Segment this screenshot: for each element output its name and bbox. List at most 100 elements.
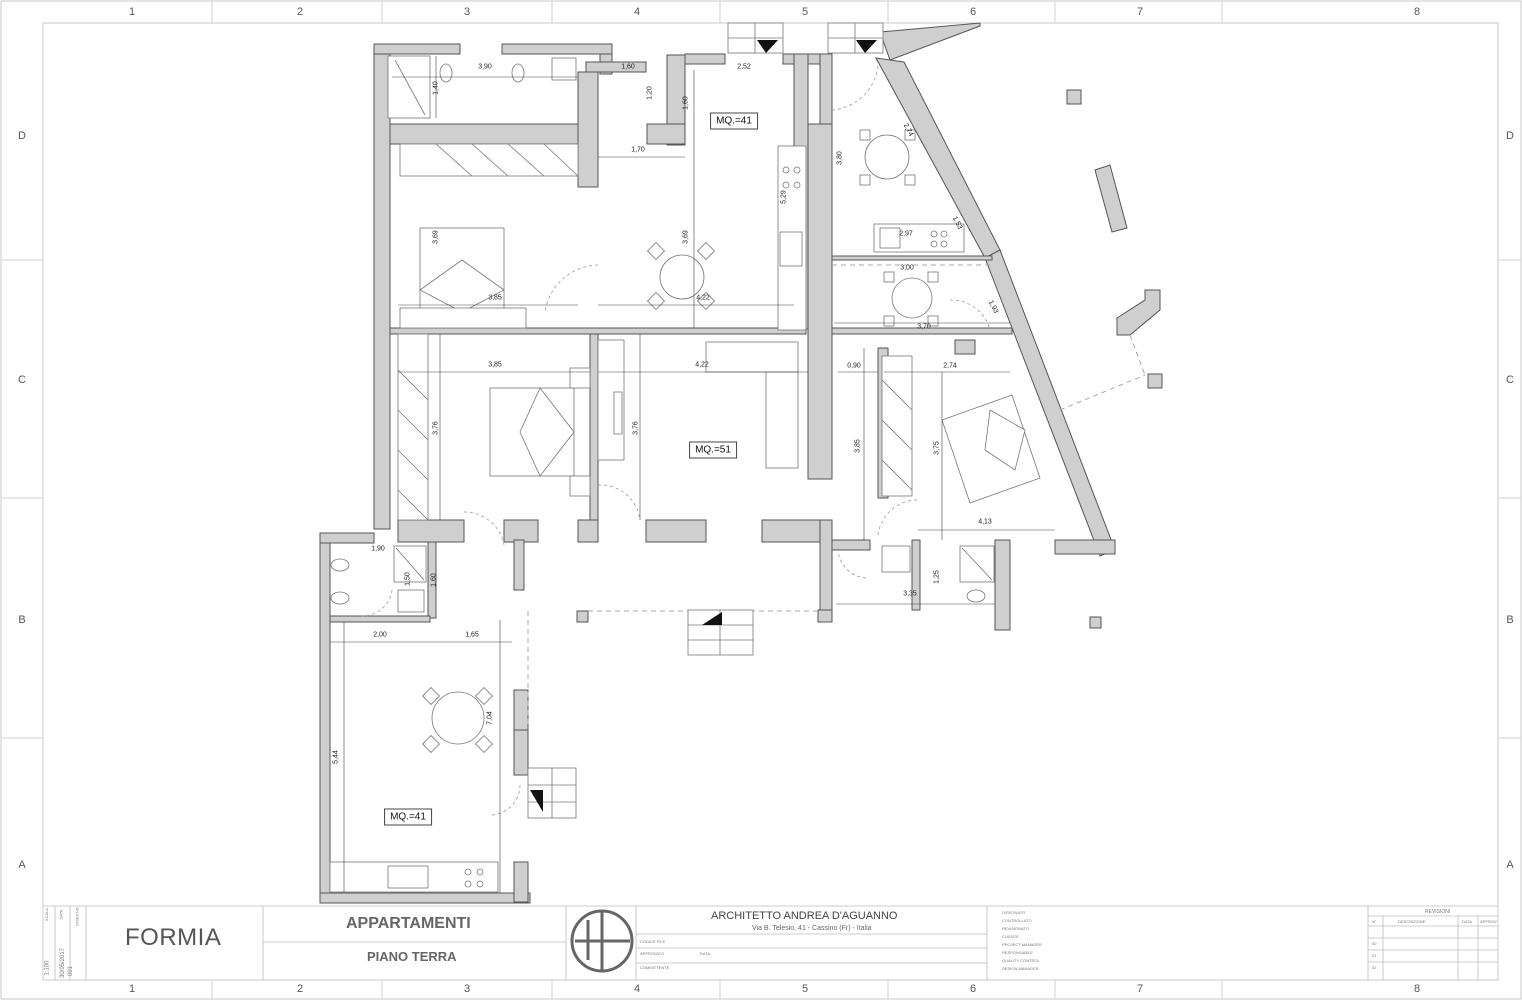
dim-label: 1,50 — [404, 572, 412, 586]
info-field: APPROVATO — [640, 951, 665, 956]
area-label-bottom: MQ.=41 — [384, 808, 432, 826]
dim-label: 4,22 — [695, 361, 709, 369]
grid-col-bottom-1: 1 — [128, 983, 136, 995]
side-field: 001 — [68, 965, 75, 977]
dim-label: 1,20 — [646, 86, 654, 100]
architect-name: ARCHITETTO ANDREA D'AGUANNO — [711, 910, 898, 922]
revisions-label: REVISIONI — [1425, 909, 1451, 915]
side-field: 30/05/2017 — [60, 947, 67, 979]
grid-row-right-a: A — [1506, 859, 1514, 871]
grid-col-bottom-6: 6 — [969, 983, 977, 995]
revision-col-header: DATA — [1462, 919, 1473, 924]
project-subtitle: PIANO TERRA — [367, 949, 457, 964]
info-field: CLIENTE — [1002, 934, 1019, 939]
dim-label: 5,29 — [780, 190, 788, 204]
grid-col-bottom-8: 8 — [1413, 983, 1421, 995]
info-field: REVISIONATO — [1002, 926, 1029, 931]
revision-row: 01 — [1372, 953, 1377, 958]
grid-col-top-7: 7 — [1136, 6, 1144, 18]
side-field: DATA — [58, 909, 64, 920]
dim-label: 1,60 — [682, 96, 690, 110]
revision-col-header: DESCRIZIONE — [1398, 919, 1426, 924]
dim-label: 3,80 — [836, 151, 844, 165]
dim-label: 1,25 — [933, 570, 941, 584]
dim-label: 3,69 — [432, 230, 440, 244]
dim-label: 3,75 — [933, 441, 941, 455]
revision-row: 00 — [1372, 941, 1377, 946]
dim-label: 3,76 — [432, 421, 440, 435]
grid-col-top-8: 8 — [1413, 6, 1421, 18]
dim-label: 3,85 — [488, 361, 502, 369]
grid-col-bottom-2: 2 — [296, 983, 304, 995]
dim-label: 7,04 — [486, 711, 494, 725]
door-swings — [361, 65, 991, 816]
grid-col-top-2: 2 — [296, 6, 304, 18]
dim-label: 5,44 — [332, 750, 340, 764]
area-label-middle: MQ.=51 — [689, 441, 737, 459]
dim-label: 3,70 — [917, 323, 931, 331]
grid-col-bottom-7: 7 — [1136, 983, 1144, 995]
grid-row-left-a: A — [18, 859, 26, 871]
dim-label: 2,52 — [737, 63, 751, 71]
furniture — [329, 22, 1041, 893]
architect-logo — [570, 909, 634, 973]
architect-address: Via B. Telesio, 41 - Cassino (Fr) - Ital… — [752, 925, 872, 932]
project-title: APPARTAMENTI — [346, 915, 471, 932]
dim-label: 2,97 — [899, 230, 913, 238]
dim-label: 3,85 — [854, 439, 862, 453]
grid-row-left-b: B — [18, 614, 26, 626]
grid-row-left-c: C — [18, 374, 26, 386]
project-city: FORMIA — [125, 924, 222, 951]
dimension-lines — [330, 56, 1055, 893]
dashed-outlines — [527, 264, 1146, 725]
info-field: RESPONSABILE — [1002, 950, 1033, 955]
grid-row-right-d: D — [1506, 130, 1514, 142]
info-field: DESIGN MANAGER — [1002, 966, 1039, 971]
dim-label: 1,60 — [430, 573, 438, 587]
dim-label: 1,65 — [465, 631, 479, 639]
grid-col-top-1: 1 — [128, 6, 136, 18]
dim-label: 4,22 — [696, 294, 710, 302]
grid-col-top-5: 5 — [801, 6, 809, 18]
dim-label: 3,69 — [682, 230, 690, 244]
side-field: 1:100 — [44, 960, 51, 976]
dim-label: 3,35 — [903, 590, 917, 598]
dim-label: 1,40 — [432, 81, 440, 95]
walls — [319, 22, 1163, 904]
dim-label: 3,90 — [478, 63, 492, 71]
info-field: COMMITTENTE — [640, 965, 670, 970]
revision-col-header: N° — [1372, 919, 1377, 924]
grid-col-bottom-4: 4 — [633, 983, 641, 995]
stair-markers — [530, 40, 877, 812]
grid-col-top-4: 4 — [633, 6, 641, 18]
dim-label: 0,90 — [847, 362, 861, 370]
dim-label: 2,00 — [373, 631, 387, 639]
grid-col-top-6: 6 — [969, 6, 977, 18]
grid-row-right-b: B — [1506, 614, 1514, 626]
grid-row-right-c: C — [1506, 374, 1514, 386]
revision-row: 02 — [1372, 965, 1377, 970]
dim-label: 3,76 — [632, 421, 640, 435]
info-field: DATA — [700, 951, 711, 956]
grid-col-bottom-5: 5 — [801, 983, 809, 995]
info-field: CODICE FILE — [640, 939, 666, 944]
info-field: QUALITY CONTROL — [1002, 958, 1040, 963]
dim-label: 1,60 — [621, 63, 635, 71]
dim-label: 1,70 — [631, 146, 645, 154]
area-label-top: MQ.=41 — [710, 112, 758, 130]
grid-row-left-d: D — [18, 130, 26, 142]
dim-label: 3,85 — [488, 294, 502, 302]
info-field: DISEGNATO — [1002, 910, 1026, 915]
revision-col-header: APPROV. — [1480, 919, 1498, 924]
dim-label: 2,74 — [943, 362, 957, 370]
title-block-lines — [43, 905, 1498, 980]
side-field: SCALA — [44, 907, 50, 922]
info-field: PROJECT MANAGER — [1002, 942, 1042, 947]
dim-label: 3,00 — [900, 264, 914, 272]
dim-label: 4,13 — [978, 518, 992, 526]
side-field: DISEGNO — [74, 907, 80, 926]
grid-col-top-3: 3 — [463, 6, 471, 18]
